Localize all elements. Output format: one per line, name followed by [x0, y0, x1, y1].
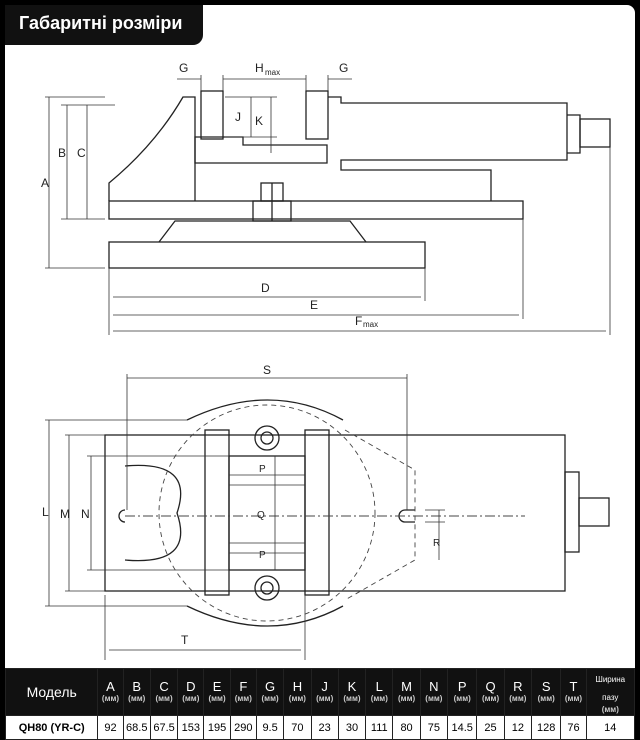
- dim-label-h-sub: max: [265, 68, 280, 77]
- spec-table: Модель A(мм) B(мм) C(мм) D(мм) E(мм) F(м…: [4, 668, 636, 740]
- value-cell: 290: [229, 715, 257, 740]
- dim-label-b: B: [58, 146, 66, 160]
- header-cell: C(мм): [149, 668, 179, 716]
- drawing-sheet: Габаритні розміри: [4, 5, 636, 740]
- header-cell: B(мм): [122, 668, 151, 716]
- screw-housing: [328, 96, 568, 201]
- dim-label-a: A: [41, 176, 49, 190]
- dim-label-n: N: [81, 507, 90, 521]
- value-cell: 68.5: [122, 715, 151, 740]
- dim-label-h: H: [255, 61, 264, 75]
- header-cell: J(мм): [310, 668, 339, 716]
- header-cell: M(мм): [392, 668, 421, 716]
- header-cell: Q(мм): [476, 668, 505, 716]
- dim-label-j: J: [235, 110, 241, 124]
- bolt-top: [254, 425, 280, 451]
- side-view-drawing: G H max G A B C J K D E F max: [41, 61, 611, 335]
- dim-label-f-sub: max: [363, 320, 378, 329]
- value-cell: 25: [476, 715, 505, 740]
- dim-label-p-bottom: P: [259, 550, 266, 561]
- dim-label-t: T: [181, 633, 189, 647]
- title-tab: Габаритні розміри: [5, 5, 203, 45]
- header-cell: P(мм): [447, 668, 478, 716]
- moving-jaw-top: [304, 429, 330, 596]
- screw-end-top: [578, 497, 610, 527]
- header-cell: K(мм): [337, 668, 367, 716]
- header-model: Модель: [4, 668, 99, 716]
- header-cell: F(мм): [229, 668, 257, 716]
- swivel-taper: [158, 220, 367, 243]
- screw-collar: [567, 114, 581, 154]
- dim-label-s: S: [263, 363, 271, 377]
- value-cell: 12: [503, 715, 533, 740]
- table-row: QH80 (YR-C) 92 68.5 67.5 153 195 290 9.5…: [4, 715, 636, 740]
- screw-square-end: [579, 118, 611, 148]
- header-cell: S(мм): [530, 668, 562, 716]
- value-cell: 92: [97, 715, 124, 740]
- spec-header-row: Модель A(мм) B(мм) C(мм) D(мм) E(мм) F(м…: [4, 668, 636, 716]
- hidden-edge-right: [344, 429, 416, 601]
- fixed-jaw-curve: [124, 464, 182, 562]
- dim-label-p-top: P: [259, 464, 266, 475]
- slot-width-cell: 14: [585, 715, 636, 740]
- value-cell: 76: [560, 715, 587, 740]
- value-cell: 128: [530, 715, 562, 740]
- jaw-gap: [228, 455, 306, 571]
- screw-collar-top: [564, 471, 580, 553]
- dim-label-g-left: G: [179, 61, 188, 75]
- spec-table-wrap: Модель A(мм) B(мм) C(мм) D(мм) E(мм) F(м…: [4, 668, 636, 740]
- swivel-base: [108, 241, 426, 269]
- dim-label-e: E: [310, 298, 318, 312]
- value-cell: 23: [310, 715, 339, 740]
- dim-label-m: M: [60, 507, 70, 521]
- header-cell: T(мм): [560, 668, 587, 716]
- header-cell: E(мм): [203, 668, 231, 716]
- slot-left: [118, 509, 126, 523]
- swivel-circle-hidden: [158, 404, 376, 622]
- dim-label-l: L: [42, 505, 49, 519]
- value-cell: 111: [365, 715, 394, 740]
- header-cell: D(мм): [177, 668, 205, 716]
- value-cell: 67.5: [149, 715, 179, 740]
- top-view-drawing: S L M N P Q P R T: [42, 363, 610, 660]
- fixed-jaw-body: [108, 96, 196, 201]
- header-slot-width: Ширина пазу(мм): [585, 668, 636, 716]
- dim-label-d: D: [261, 281, 270, 295]
- moving-jaw-plate: [305, 90, 329, 140]
- fixed-jaw-plate: [200, 90, 224, 140]
- bolt-bottom: [254, 575, 280, 601]
- dim-label-g-right: G: [339, 61, 348, 75]
- value-cell: 9.5: [255, 715, 285, 740]
- value-cell: 153: [177, 715, 205, 740]
- swivel-arc-bottom: [186, 605, 344, 627]
- value-cell: 195: [203, 715, 231, 740]
- header-cell: A(мм): [97, 668, 124, 716]
- slide-rail: [194, 136, 328, 164]
- header-cell: N(мм): [419, 668, 449, 716]
- vise-base-plate: [108, 200, 524, 220]
- header-cell: R(мм): [503, 668, 533, 716]
- dim-label-k: K: [255, 114, 263, 128]
- dim-label-q: Q: [257, 510, 265, 521]
- dim-label-f: F: [355, 314, 362, 328]
- page-title: Габаритні розміри: [19, 13, 183, 33]
- value-cell: 70: [283, 715, 312, 740]
- value-cell: 30: [337, 715, 367, 740]
- header-cell: L(мм): [365, 668, 394, 716]
- swivel-arc-top: [186, 399, 344, 421]
- model-cell: QH80 (YR-C): [4, 715, 99, 740]
- header-cell: G(мм): [255, 668, 285, 716]
- value-cell: 14.5: [447, 715, 478, 740]
- value-cell: 80: [392, 715, 421, 740]
- value-cell: 75: [419, 715, 449, 740]
- header-cell: H(мм): [283, 668, 312, 716]
- dim-label-c: C: [77, 146, 86, 160]
- dim-label-r: R: [433, 538, 440, 549]
